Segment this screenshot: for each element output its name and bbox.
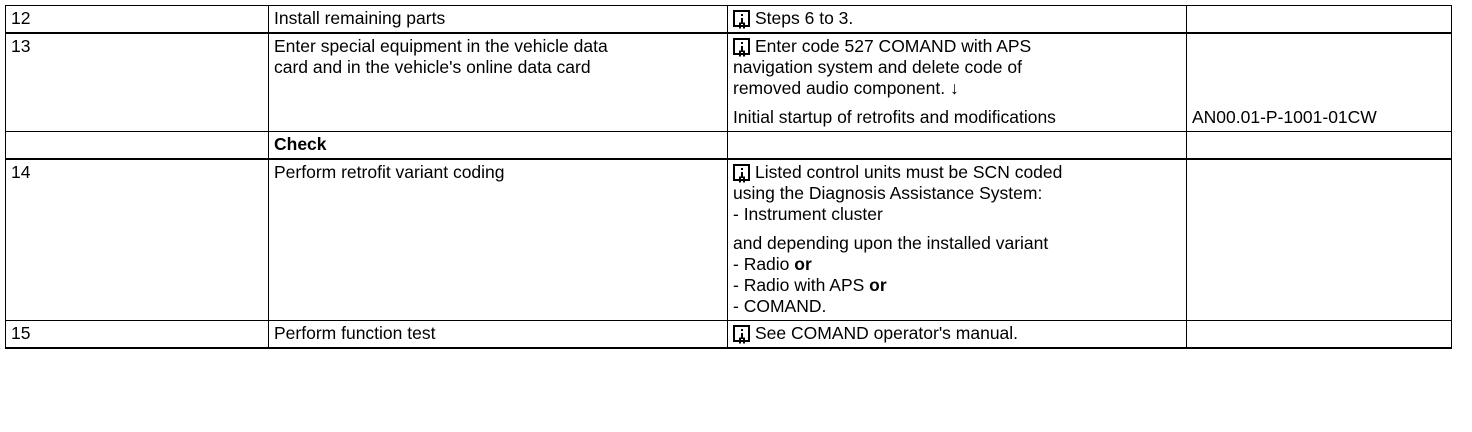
note-text: Steps 6 to 3. bbox=[755, 8, 854, 28]
task-text: Perform retrofit variant coding bbox=[274, 162, 505, 182]
variant-prefix: - Radio with APS bbox=[733, 275, 870, 295]
task-text: Install remaining parts bbox=[274, 8, 446, 28]
step-number-cell: 15 bbox=[5, 320, 269, 349]
info-icon bbox=[733, 38, 750, 55]
info-icon bbox=[733, 325, 750, 342]
note-cell bbox=[727, 131, 1187, 160]
step-number-cell: 14 bbox=[5, 158, 269, 321]
task-line: Enter special equipment in the vehicle d… bbox=[274, 36, 608, 56]
table-row: 15 Perform function test See COMAND oper… bbox=[5, 320, 1452, 349]
variant-conjunction: or bbox=[794, 254, 812, 274]
paragraph-gap bbox=[733, 225, 1181, 233]
note-line: navigation system and delete code of bbox=[733, 57, 1022, 77]
note-line: Initial startup of retrofits and modific… bbox=[733, 107, 1056, 127]
note-text: Listed control units must be SCN coded bbox=[755, 162, 1063, 182]
table-row: 13 Enter special equipment in the vehicl… bbox=[5, 32, 1452, 132]
variant-conjunction: or bbox=[869, 275, 887, 295]
note-cell: See COMAND operator's manual. bbox=[727, 320, 1187, 349]
table-row: 12 Install remaining parts Steps 6 to 3. bbox=[5, 5, 1452, 34]
task-cell: Perform function test bbox=[268, 320, 728, 349]
note-cell: Steps 6 to 3. bbox=[727, 5, 1187, 34]
variant-prefix: - COMAND. bbox=[733, 296, 827, 316]
step-number-cell: 12 bbox=[5, 5, 269, 34]
note-line: Enter code 527 COMAND with APS bbox=[733, 36, 1181, 57]
note-line: using the Diagnosis Assistance System: bbox=[733, 183, 1043, 203]
task-line: card and in the vehicle's online data ca… bbox=[274, 57, 591, 77]
note-text: Enter code 527 COMAND with APS bbox=[755, 36, 1032, 56]
work-steps-table: 12 Install remaining parts Steps 6 to 3.… bbox=[5, 5, 1452, 349]
note-variant-line: - Radio with APS or bbox=[733, 275, 1181, 296]
table-row: Check bbox=[5, 131, 1452, 160]
document-reference-cell bbox=[1186, 158, 1452, 321]
note-cell: Listed control units must be SCN coded u… bbox=[727, 158, 1187, 321]
step-number-cell: 13 bbox=[5, 32, 269, 132]
note-text: See COMAND operator's manual. bbox=[755, 323, 1019, 343]
task-cell: Enter special equipment in the vehicle d… bbox=[268, 32, 728, 132]
note-line: - Instrument cluster bbox=[733, 204, 883, 224]
table-row: 14 Perform retrofit variant coding Liste… bbox=[5, 158, 1452, 321]
docref-spacer bbox=[1192, 57, 1446, 78]
docref-spacer bbox=[1192, 78, 1446, 99]
info-icon bbox=[733, 10, 750, 27]
docref-text: AN00.01-P-1001-01CW bbox=[1192, 107, 1377, 127]
document-reference-cell bbox=[1186, 320, 1452, 349]
note-line: Listed control units must be SCN coded bbox=[733, 162, 1181, 183]
task-text: Perform function test bbox=[274, 323, 436, 343]
document-reference-cell: AN00.01-P-1001-01CW bbox=[1186, 32, 1452, 132]
info-icon bbox=[733, 164, 750, 181]
note-variant-line: - Radio or bbox=[733, 254, 1181, 275]
paragraph-gap bbox=[1192, 99, 1446, 107]
step-number-cell bbox=[5, 131, 269, 160]
variant-prefix: - Radio bbox=[733, 254, 795, 274]
note-cell: Enter code 527 COMAND with APS navigatio… bbox=[727, 32, 1187, 132]
task-cell: Perform retrofit variant coding bbox=[268, 158, 728, 321]
note-variant-line: - COMAND. bbox=[733, 296, 1181, 317]
task-cell: Install remaining parts bbox=[268, 5, 728, 34]
section-heading-cell: Check bbox=[268, 131, 728, 160]
note-line: and depending upon the installed variant bbox=[733, 233, 1049, 253]
docref-spacer bbox=[1192, 36, 1446, 57]
paragraph-gap bbox=[733, 99, 1181, 107]
document-reference-cell bbox=[1186, 131, 1452, 160]
document-reference-cell bbox=[1186, 5, 1452, 34]
note-line: removed audio component. ↓ bbox=[733, 78, 959, 98]
